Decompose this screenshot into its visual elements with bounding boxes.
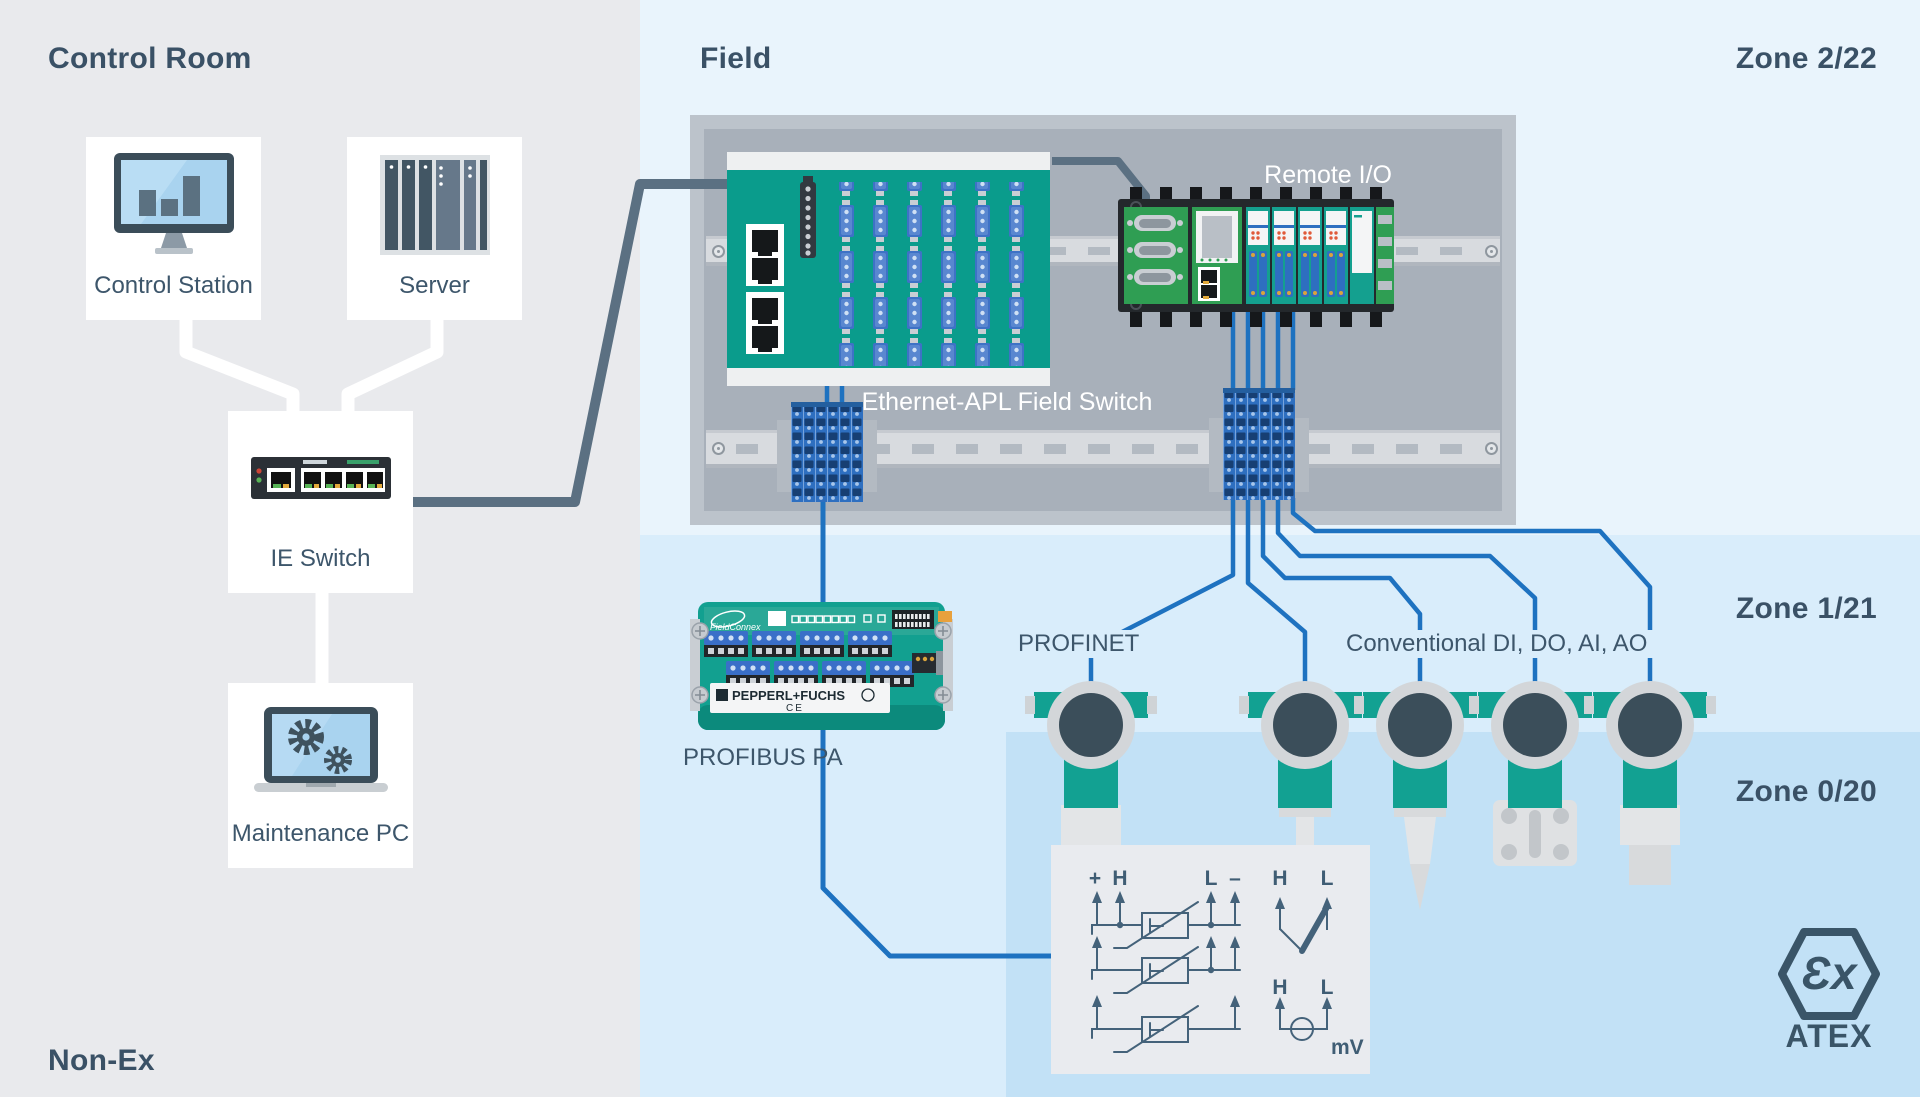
wire-to-transmitter-1 — [1245, 498, 1308, 697]
wire-controlstation-ieswitch — [179, 318, 300, 413]
monitor-icon — [113, 152, 234, 254]
rtd-plus-label: + — [1089, 867, 1101, 890]
remote-io-label: Remote I/O — [1264, 161, 1392, 189]
ie-switch-card: IE Switch — [228, 411, 413, 593]
non-ex-label: Non-Ex — [48, 1044, 155, 1077]
field-title: Field — [700, 42, 772, 75]
profibus-pa-label: PROFIBUS PA — [683, 744, 843, 771]
server-label: Server — [399, 272, 470, 299]
zone-2-22-label: Zone 2/22 — [1735, 42, 1877, 75]
wire-to-transmitter-4 — [1290, 498, 1653, 697]
rail-screw — [712, 442, 725, 455]
pa-segment-connectors — [704, 631, 914, 687]
ex-hexagon-icon: Ɛx — [1778, 928, 1880, 1020]
server-icon — [379, 154, 490, 255]
wire-ieswitch-aplswitch — [410, 179, 729, 507]
din-rail-slots — [736, 443, 1470, 454]
ethernet-white-wires — [179, 318, 444, 686]
remote-io-device — [1118, 187, 1394, 327]
laptop-gears-icon — [253, 706, 388, 792]
rtd-minus-label: – — [1229, 867, 1241, 890]
conventional-io-label: Conventional DI, DO, AI, AO — [1340, 630, 1654, 658]
tc-high-label: H — [1272, 867, 1287, 890]
control-room-title: Control Room — [48, 42, 252, 75]
transmitter-conventional-3 — [1469, 681, 1601, 866]
terminal-bracket — [777, 420, 791, 492]
mv-high-label: H — [1272, 976, 1287, 999]
brand-label: PEPPERL+FUCHS — [732, 688, 845, 703]
db9-connectors — [1127, 215, 1183, 285]
millivolt-label: mV — [1331, 1036, 1364, 1059]
tc-low-label: L — [1321, 867, 1334, 890]
product-name: FieldConnex — [710, 622, 761, 632]
mounting-screws — [690, 611, 953, 711]
zone-0-20-label: Zone 0/20 — [1735, 775, 1877, 808]
ce-mark: CE — [786, 703, 804, 714]
apl-field-switch-device — [727, 152, 1050, 386]
wire-server-ieswitch — [341, 318, 444, 413]
terminal-bracket — [863, 420, 877, 492]
wire-to-transmitter-3 — [1275, 498, 1538, 697]
rtd-low-label: L — [1205, 867, 1218, 890]
ethernet-switch-icon — [250, 457, 391, 499]
wire-to-profinet-transmitter — [1088, 498, 1236, 697]
sensor-schematic-box: + H L – H L H L mV — [1051, 845, 1370, 1074]
ex-symbol: Ɛx — [1801, 947, 1859, 999]
rail-screw — [1485, 245, 1498, 258]
din-rail-slots — [736, 246, 1470, 255]
rail-screw — [712, 245, 725, 258]
rail-screw — [1485, 442, 1498, 455]
zone-1-21-label: Zone 1/21 — [1735, 592, 1877, 625]
profibus-pa-device: FieldConnex — [690, 602, 953, 730]
ie-switch-label: IE Switch — [270, 545, 371, 572]
profinet-label: PROFINET — [1012, 630, 1146, 658]
rtd-high-label: H — [1112, 867, 1127, 890]
terminal-bracket — [1209, 418, 1223, 492]
io-modules — [1246, 207, 1374, 304]
transmitter-conventional-4 — [1584, 681, 1716, 885]
transmitter-conventional-2 — [1354, 681, 1486, 910]
maintenance-pc-card: Maintenance PC — [228, 683, 413, 868]
apl-switch-label: Ethernet-APL Field Switch — [861, 388, 1153, 416]
server-card: Server — [347, 137, 522, 320]
terminal-bracket — [1295, 418, 1309, 492]
wire-to-transmitter-2 — [1260, 498, 1423, 697]
atex-label: ATEX — [1785, 1018, 1873, 1054]
control-station-label: Control Station — [94, 272, 253, 299]
terminal-block-conventional — [1223, 388, 1295, 500]
mv-low-label: L — [1321, 976, 1334, 999]
control-station-card: Control Station — [86, 137, 261, 320]
terminal-block-apl — [791, 402, 863, 502]
sensor-schematic: + H L – H L H L mV — [1089, 867, 1364, 1059]
maintenance-pc-label: Maintenance PC — [231, 820, 410, 847]
